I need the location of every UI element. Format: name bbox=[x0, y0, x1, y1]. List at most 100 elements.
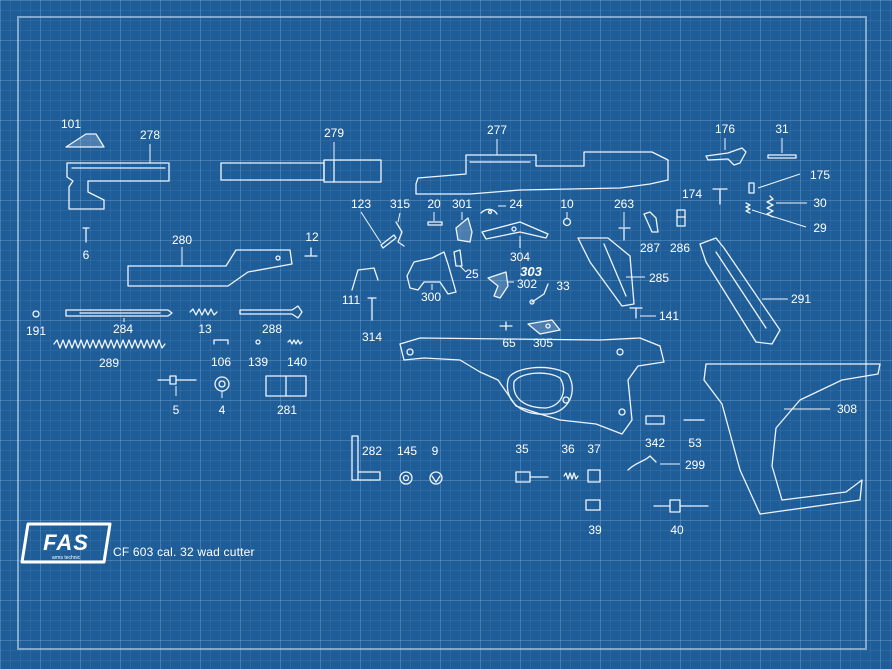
part-35 bbox=[515, 471, 549, 483]
part-31 bbox=[767, 154, 797, 159]
part-176 bbox=[705, 147, 747, 166]
label-9: 9 bbox=[432, 444, 439, 458]
label-300: 300 bbox=[421, 290, 441, 304]
part-12 bbox=[304, 247, 318, 257]
part-40 bbox=[653, 499, 709, 513]
label-53: 53 bbox=[688, 436, 702, 450]
label-286: 286 bbox=[670, 241, 690, 255]
part-141 bbox=[629, 307, 643, 319]
part-145 bbox=[399, 471, 413, 485]
label-176: 176 bbox=[715, 122, 735, 136]
drawing-caption: CF 603 cal. 32 wad cutter bbox=[113, 545, 255, 559]
label-24: 24 bbox=[509, 197, 523, 211]
label-10: 10 bbox=[560, 197, 574, 211]
part-263 bbox=[618, 227, 631, 241]
label-280: 280 bbox=[172, 233, 192, 247]
label-40: 40 bbox=[670, 523, 684, 537]
label-315: 315 bbox=[390, 197, 410, 211]
label-140: 140 bbox=[287, 355, 307, 369]
part-282 bbox=[351, 435, 381, 481]
label-39: 39 bbox=[588, 523, 602, 537]
part-140 bbox=[287, 339, 303, 345]
label-65: 65 bbox=[502, 336, 516, 350]
label-288: 288 bbox=[262, 322, 282, 336]
label-35: 35 bbox=[515, 442, 529, 456]
blueprint-border bbox=[17, 16, 867, 650]
part-299 bbox=[627, 455, 657, 471]
part-frame bbox=[399, 337, 665, 435]
part-65 bbox=[499, 321, 513, 331]
label-287: 287 bbox=[640, 241, 660, 255]
label-303: 303 bbox=[520, 264, 542, 279]
part-301 bbox=[455, 217, 473, 243]
label-263: 263 bbox=[614, 197, 634, 211]
part-33 bbox=[529, 283, 549, 305]
label-31: 31 bbox=[775, 122, 789, 136]
label-5: 5 bbox=[173, 403, 180, 417]
label-285: 285 bbox=[649, 271, 669, 285]
label-13: 13 bbox=[198, 322, 212, 336]
label-111: 111 bbox=[342, 293, 361, 307]
label-36: 36 bbox=[561, 442, 575, 456]
part-174 bbox=[712, 188, 728, 205]
label-291: 291 bbox=[791, 292, 811, 306]
part-37 bbox=[587, 469, 601, 483]
label-289: 289 bbox=[99, 356, 119, 370]
part-39 bbox=[585, 499, 601, 511]
part-5 bbox=[157, 375, 197, 385]
label-123: 123 bbox=[351, 197, 371, 211]
label-4: 4 bbox=[219, 403, 226, 417]
label-191: 191 bbox=[26, 324, 46, 338]
part-291 bbox=[699, 237, 781, 345]
label-299: 299 bbox=[685, 458, 705, 472]
label-141: 141 bbox=[659, 309, 679, 323]
part-314 bbox=[367, 297, 377, 321]
label-277: 277 bbox=[487, 123, 507, 137]
label-106: 106 bbox=[211, 355, 231, 369]
fas-logo: FAS arms technic bbox=[20, 522, 112, 564]
part-281 bbox=[265, 375, 307, 397]
label-302: 302 bbox=[517, 277, 537, 291]
part-308 bbox=[703, 363, 881, 515]
part-101 bbox=[65, 133, 105, 148]
label-145: 145 bbox=[397, 444, 417, 458]
part-288 bbox=[239, 305, 303, 319]
part-36 bbox=[563, 472, 579, 480]
label-279: 279 bbox=[324, 126, 344, 140]
part-305 bbox=[527, 319, 561, 335]
label-301: 301 bbox=[452, 197, 472, 211]
label-308: 308 bbox=[837, 402, 857, 416]
label-37: 37 bbox=[587, 442, 601, 456]
part-285 bbox=[577, 237, 635, 307]
part-20 bbox=[427, 221, 443, 226]
label-304: 304 bbox=[510, 250, 530, 264]
svg-text:FAS: FAS bbox=[43, 530, 89, 555]
part-300 bbox=[406, 251, 457, 295]
label-29: 29 bbox=[813, 221, 827, 235]
part-106 bbox=[213, 339, 229, 345]
part-289 bbox=[53, 339, 166, 349]
part-10 bbox=[562, 217, 572, 227]
label-305: 305 bbox=[533, 336, 553, 350]
label-314: 314 bbox=[362, 330, 382, 344]
label-20: 20 bbox=[427, 197, 441, 211]
label-33: 33 bbox=[556, 279, 570, 293]
label-281: 281 bbox=[277, 403, 297, 417]
part-29 bbox=[745, 202, 751, 214]
part-139 bbox=[255, 339, 261, 345]
part-279 bbox=[220, 159, 382, 183]
part-30 bbox=[766, 195, 774, 218]
label-30: 30 bbox=[813, 196, 827, 210]
label-175: 175 bbox=[810, 168, 830, 182]
part-287 bbox=[643, 211, 659, 233]
label-139: 139 bbox=[248, 355, 268, 369]
label-174: 174 bbox=[682, 187, 702, 201]
part-123 bbox=[380, 234, 397, 249]
label-12: 12 bbox=[305, 230, 319, 244]
part-25 bbox=[453, 249, 463, 267]
part-286 bbox=[676, 209, 686, 227]
label-284: 284 bbox=[113, 322, 133, 336]
part-315 bbox=[395, 221, 405, 247]
